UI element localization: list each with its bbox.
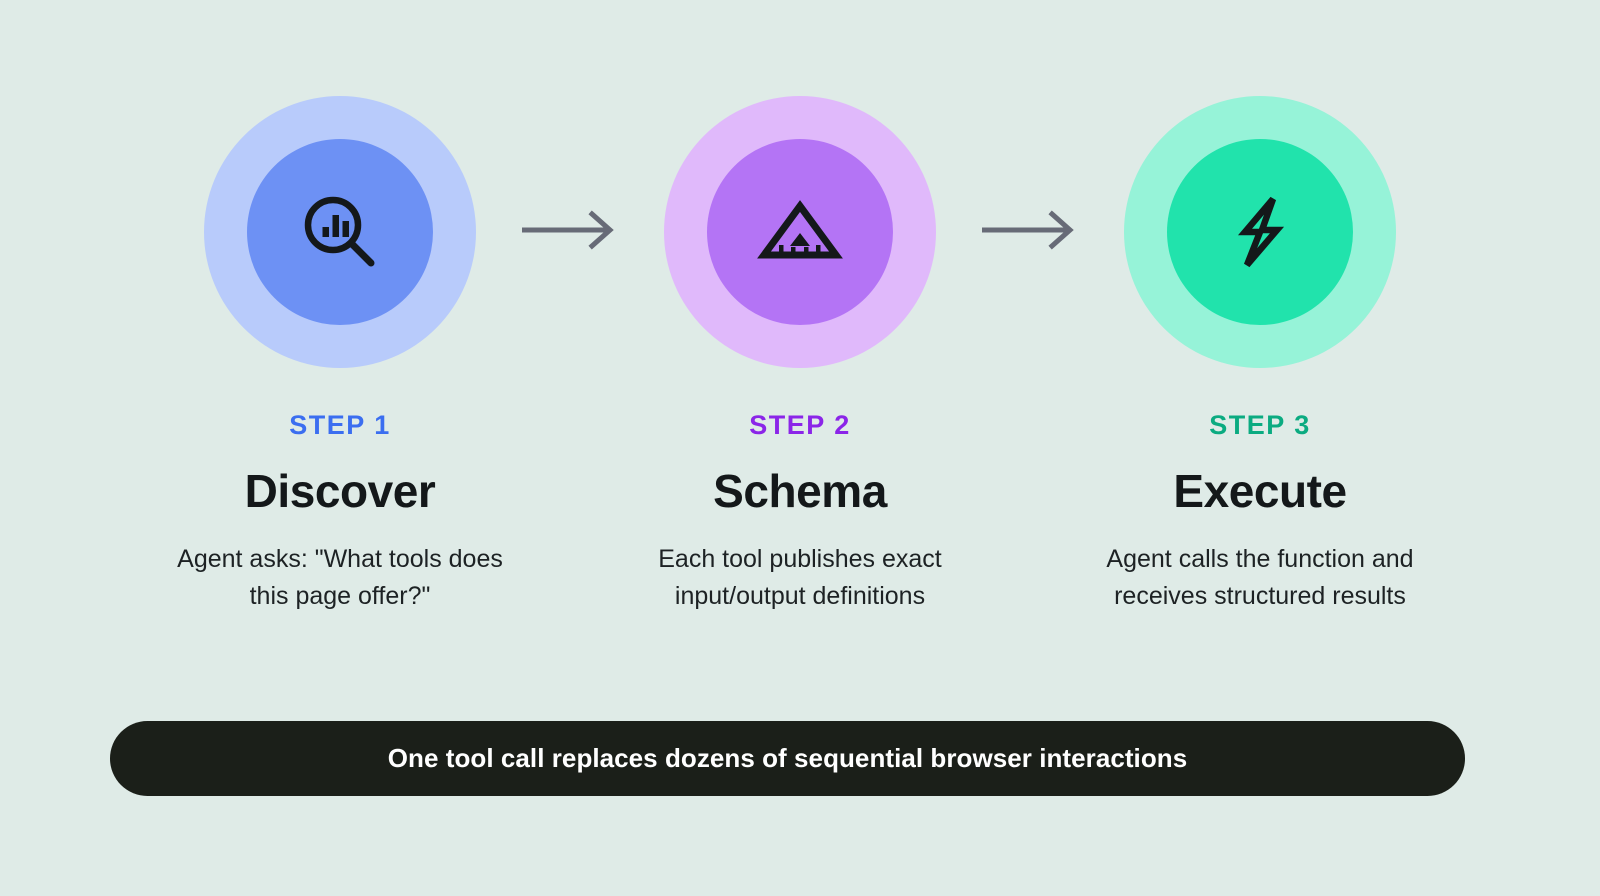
- arrow-right-icon: [980, 209, 1080, 255]
- triangle-ruler-icon: [757, 189, 843, 275]
- magnifier-bar-chart-icon: [297, 189, 383, 275]
- step-2-text: STEP 2 Schema Each tool publishes exact …: [630, 412, 970, 614]
- step-1-description: Agent asks: "What tools does this page o…: [177, 545, 503, 610]
- step-1-title: Discover: [244, 465, 436, 517]
- step-3-description: Agent calls the function and receives st…: [1106, 545, 1414, 610]
- step-3-halo: [1124, 96, 1396, 368]
- step-2-description: Each tool publishes exact input/output d…: [658, 545, 942, 610]
- step-3-text: STEP 3 Execute Agent calls the function …: [1090, 412, 1430, 614]
- summary-banner-text: One tool call replaces dozens of sequent…: [387, 743, 1188, 773]
- summary-banner: One tool call replaces dozens of sequent…: [110, 721, 1465, 796]
- step-1-text: STEP 1 Discover Agent asks: "What tools …: [170, 412, 510, 614]
- step-3-title: Execute: [1173, 465, 1347, 517]
- step-column-3: STEP 3 Execute Agent calls the function …: [1090, 96, 1430, 614]
- step-2-circle: [707, 139, 893, 325]
- step-3-label: STEP 3: [1209, 410, 1311, 440]
- steps-row: STEP 1 Discover Agent asks: "What tools …: [0, 96, 1600, 614]
- step-3-circle: [1167, 139, 1353, 325]
- step-1-halo: [204, 96, 476, 368]
- step-column-2: STEP 2 Schema Each tool publishes exact …: [630, 96, 970, 614]
- arrow-right-icon: [520, 209, 620, 255]
- step-2-title: Schema: [713, 465, 887, 517]
- connector-2: [970, 96, 1090, 368]
- lightning-bolt-icon: [1217, 189, 1303, 275]
- step-1-label: STEP 1: [289, 410, 391, 440]
- step-2-halo: [664, 96, 936, 368]
- step-column-1: STEP 1 Discover Agent asks: "What tools …: [170, 96, 510, 614]
- step-1-circle: [247, 139, 433, 325]
- step-2-label: STEP 2: [749, 410, 851, 440]
- connector-1: [510, 96, 630, 368]
